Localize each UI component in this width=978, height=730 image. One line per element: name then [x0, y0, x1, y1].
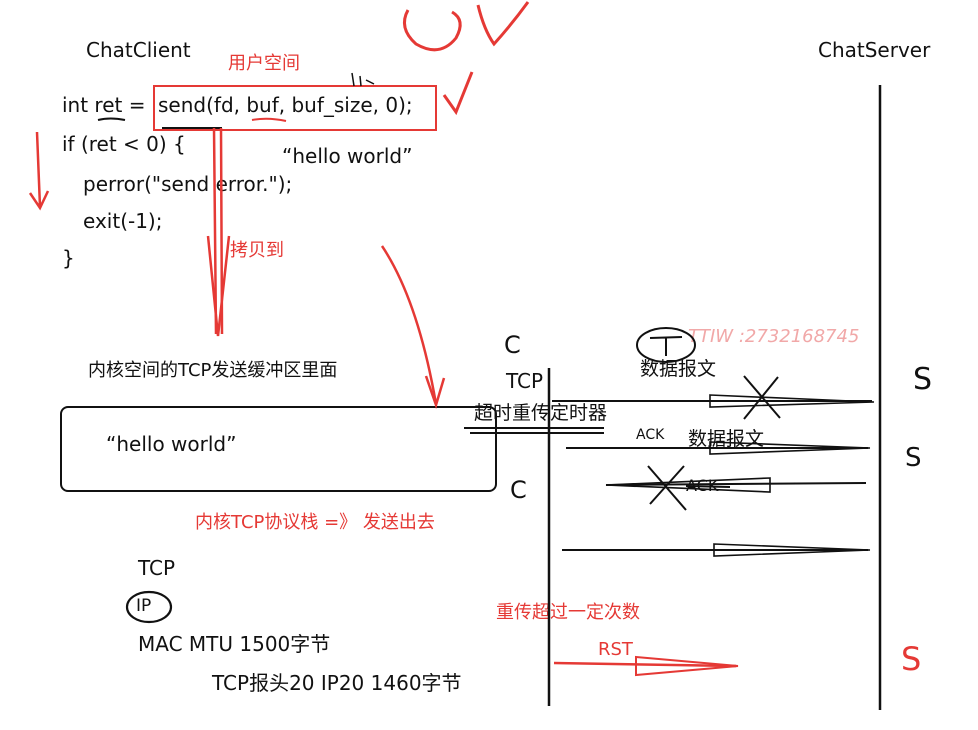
hello-world-string-note: “hello world” [282, 144, 413, 168]
code-line-1-call: send(fd, buf, buf_size, 0); [158, 93, 413, 117]
circle-scribble [402, 9, 462, 52]
stack-header-line: TCP报头20 IP20 1460字节 [212, 671, 462, 695]
buf-underline [251, 117, 287, 122]
data-message-2-arrowhead [709, 441, 871, 455]
server-state-mark-3: S [901, 640, 922, 678]
client-title: ChatClient [86, 38, 191, 62]
copy-down-arrow-head [206, 235, 231, 337]
rst-arrow [553, 661, 737, 668]
left-down-arrow [28, 131, 50, 211]
lost-ack-x [647, 465, 687, 511]
timer-strokes [464, 427, 604, 434]
buffer-content-text: “hello world” [106, 432, 237, 456]
ack-arrow [605, 482, 867, 486]
stack-tcp-label: TCP [138, 556, 176, 580]
code-line-1-prefix: int ret = [62, 93, 146, 117]
curved-arrow-head [424, 375, 446, 410]
stack-mac-line: MAC MTU 1500字节 [138, 632, 331, 656]
kernel-stack-send-label: 内核TCP协议栈 =》 发送出去 [195, 512, 435, 533]
tcp-side-label: TCP [506, 369, 544, 393]
lost-packet-x [743, 375, 781, 420]
ack-strike [685, 485, 731, 488]
ret-underline [97, 117, 126, 121]
check-mark-send [442, 71, 474, 116]
server-state-mark-2: S [905, 443, 922, 473]
code-line-4: exit(-1); [83, 209, 163, 233]
copy-to-label: 拷贝到 [230, 240, 284, 261]
stack-ip-label: IP [136, 596, 152, 616]
ack-small-label: ACK [636, 427, 665, 443]
code-line-2: if (ret < 0) { [62, 132, 186, 156]
circled-t-mark [636, 327, 696, 363]
data-message-1-arrowhead [709, 394, 875, 408]
retransmit-timer-label: 超时重传定时器 [474, 402, 608, 424]
ip-circle [125, 590, 173, 624]
small-scribble [351, 72, 375, 87]
curved-arrow-into-buffer [380, 245, 438, 405]
kernel-buffer-label: 内核空间的TCP发送缓冲区里面 [88, 360, 338, 381]
retransmit-exceed-label: 重传超过一定次数 [496, 602, 640, 623]
watermark-text: TTIW :2732168745 [688, 326, 860, 347]
client-state-mark-1: C [504, 331, 521, 359]
server-title: ChatServer [818, 38, 931, 62]
server-state-mark-1: S [913, 362, 933, 397]
user-space-label: 用户空间 [228, 53, 300, 74]
rst-arrowhead [635, 655, 739, 677]
retransmit-arrowhead [713, 543, 871, 557]
t-glyph [649, 336, 683, 356]
code-line-3: perror("send error."); [83, 172, 293, 196]
rst-label: RST [598, 639, 633, 660]
data-message-1-label: 数据报文 [640, 358, 717, 380]
ack-arrowhead [605, 477, 771, 493]
send-call-highlight-box [153, 85, 437, 131]
kernel-send-buffer-box [60, 406, 497, 492]
client-state-mark-2: C [510, 476, 527, 504]
check-mark-top [476, 1, 530, 47]
code-line-5: } [62, 246, 75, 270]
